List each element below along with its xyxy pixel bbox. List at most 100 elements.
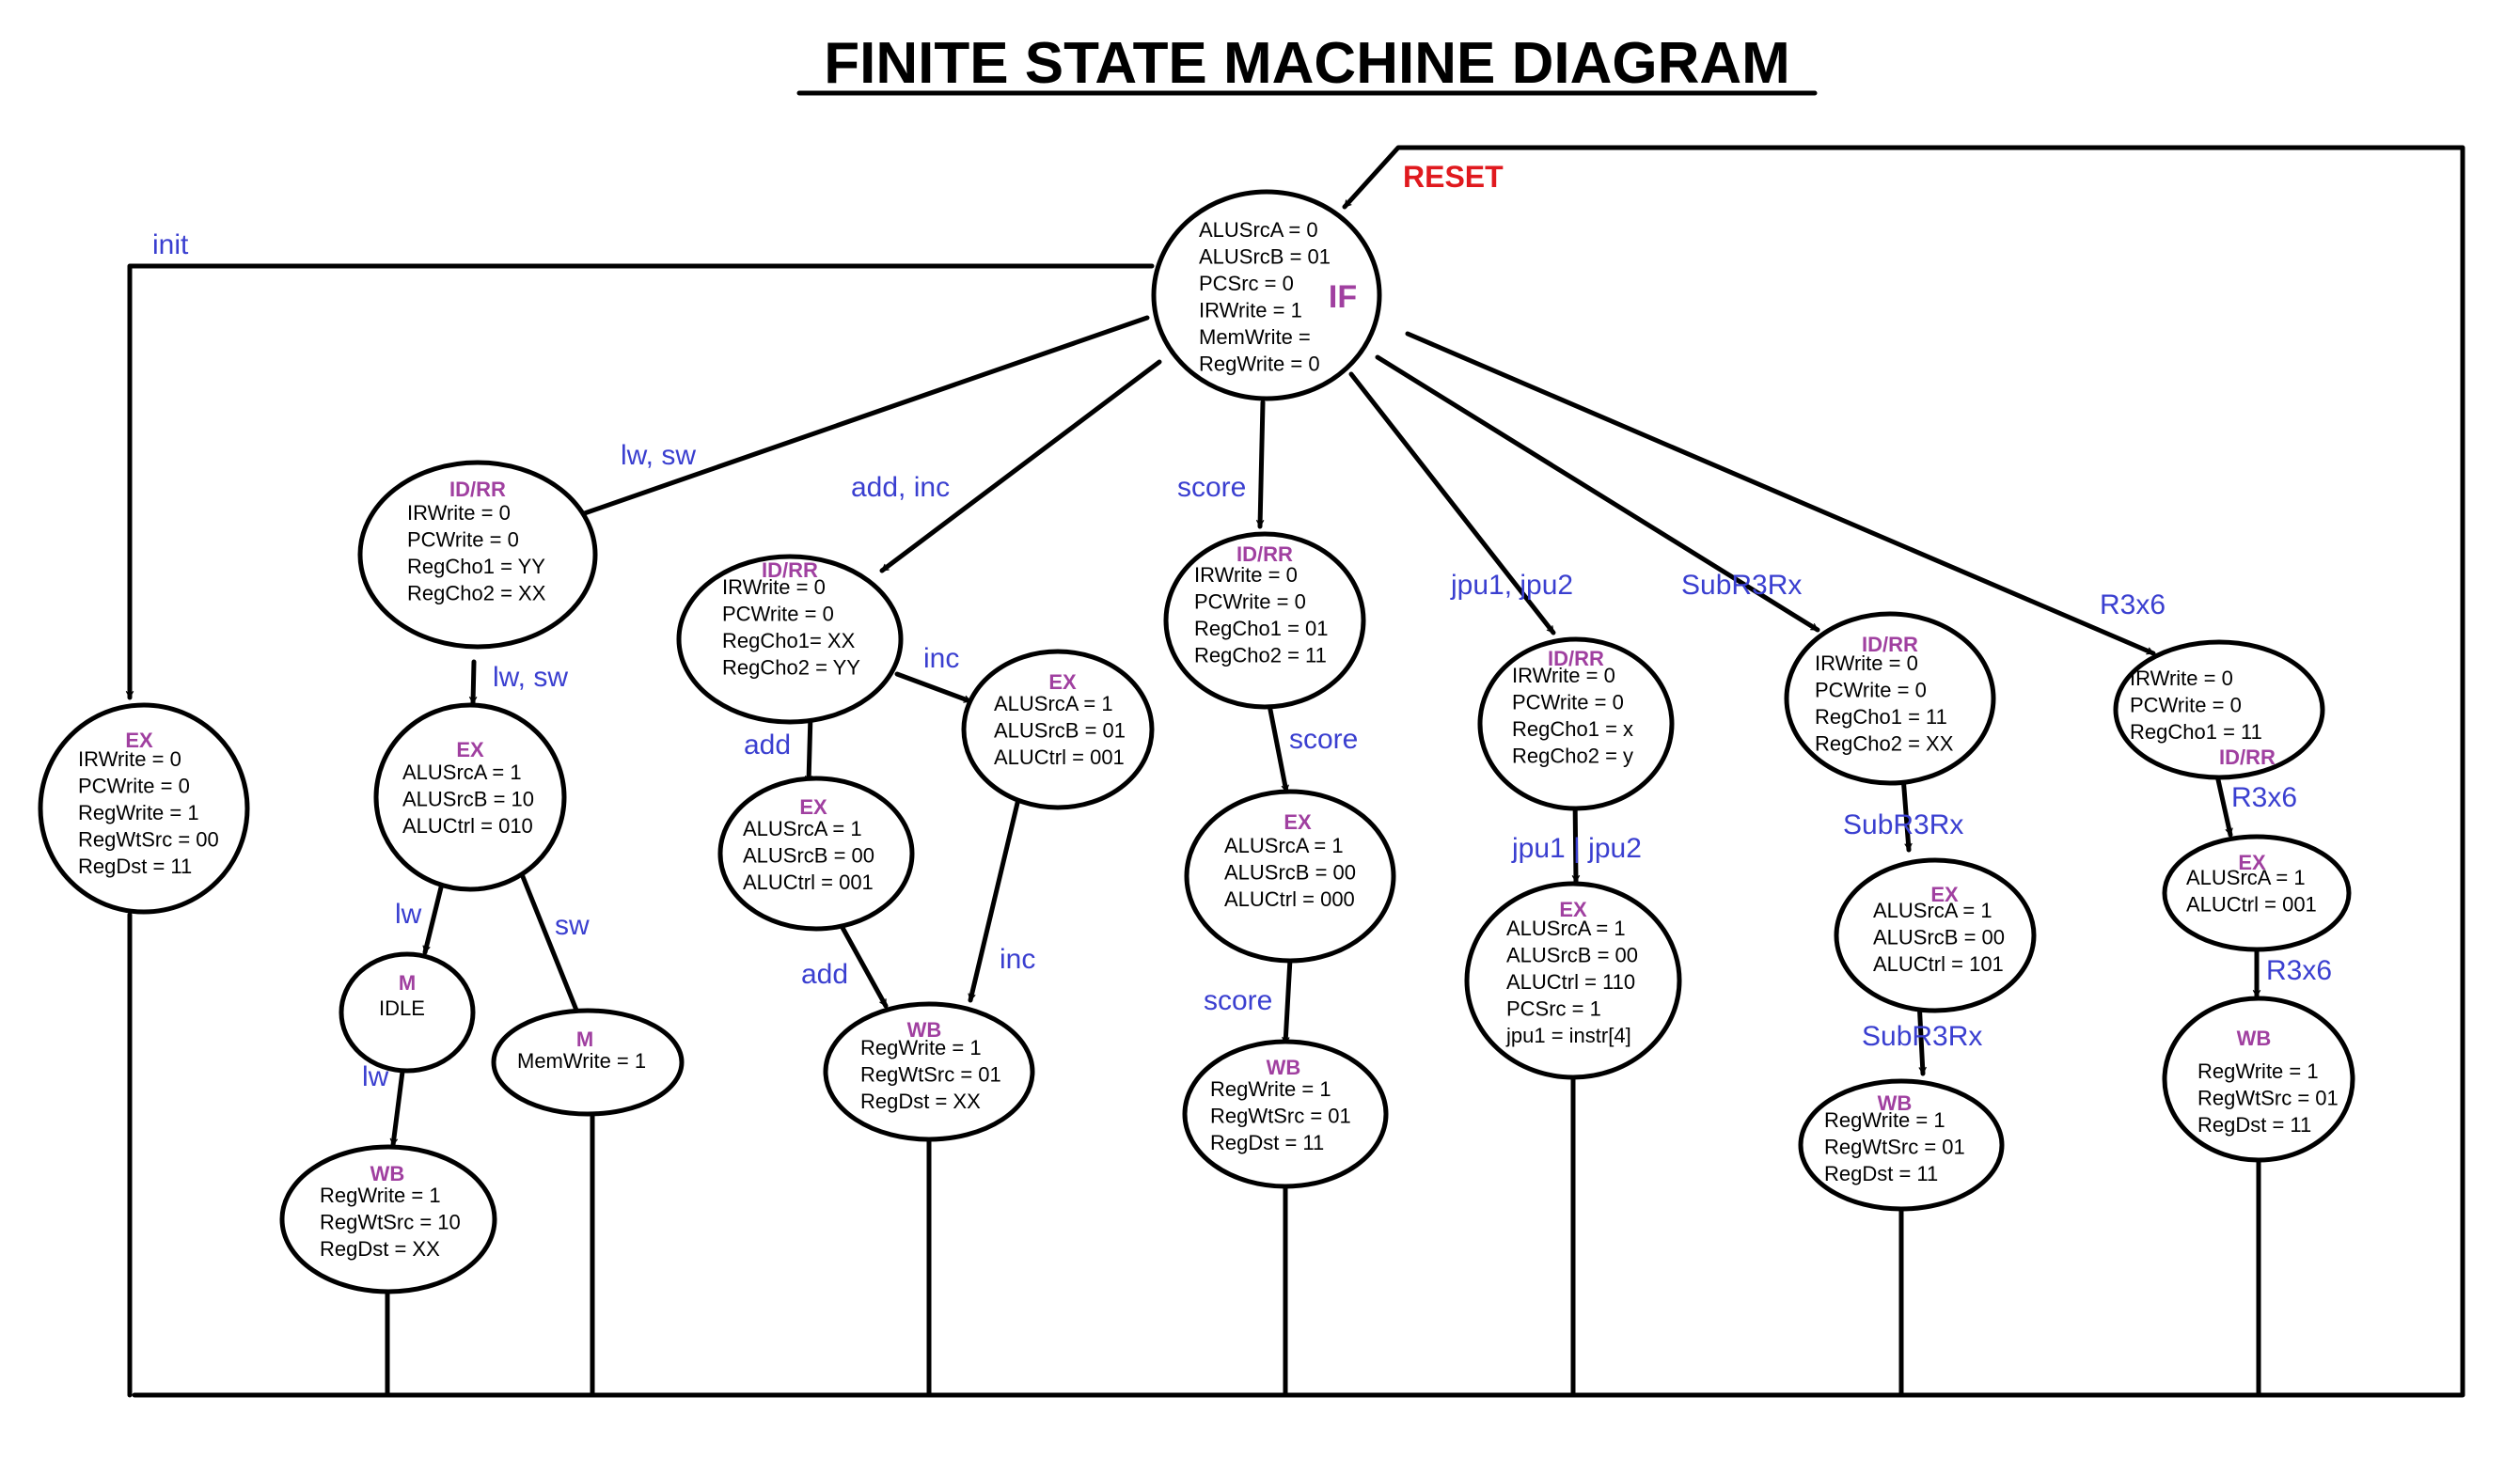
state-node-shape	[1798, 1078, 2005, 1212]
state-name: WB	[1878, 1091, 1913, 1115]
state-signal: IRWrite = 0	[722, 575, 826, 599]
state-signal: RegWtSrc = 01	[1210, 1105, 1351, 1128]
state-signal: RegDst = XX	[860, 1090, 981, 1113]
state-signal: RegWrite = 1	[78, 801, 199, 824]
state-signal: ALUSrcB = 00	[1506, 944, 1638, 967]
state-signal: MemWrite = 1	[517, 1049, 646, 1073]
edge-if-to-sub-id	[1375, 354, 1820, 633]
state-signal: ALUSrcA = 1	[994, 692, 1113, 715]
state-signal: IRWrite = 1	[1199, 299, 1302, 322]
state-signal: ALUCtrl = 001	[2186, 893, 2317, 917]
edge-label-score-2: score	[1289, 724, 1358, 755]
state-signal: ALUCtrl = 101	[1873, 952, 2004, 976]
edge-label-r3-1: R3x6	[2100, 589, 2166, 620]
state-node-shape	[2113, 639, 2325, 780]
state-signal: ALUSrcB = 00	[1873, 926, 2005, 949]
edge-label-inc-2: inc	[1000, 944, 1035, 975]
state-signal: PCWrite = 0	[78, 775, 190, 798]
state-signal: RegWrite = 0	[1199, 353, 1320, 376]
state-name: EX	[2238, 851, 2266, 874]
state-signal: IRWrite = 0	[407, 501, 511, 525]
state-signal: ALUSrcA = 0	[1199, 218, 1318, 242]
edge-lw-m-to-wb	[389, 1069, 405, 1148]
state-node-shape	[1184, 789, 1396, 964]
state-signal: ALUSrcA = 1	[743, 817, 862, 840]
state-name: EX	[799, 795, 827, 819]
state-signal: ALUSrcA = 1	[1873, 899, 1992, 922]
state-signal: MemWrite =	[1199, 325, 1311, 349]
reset-return-edge	[132, 145, 2465, 1398]
state-signal: RegCho1 = 01	[1194, 617, 1329, 640]
state-name: ID/RR	[449, 478, 506, 501]
state-signal: RegWrite = 1	[860, 1036, 982, 1059]
state-signal: PCSrc = 0	[1199, 272, 1294, 295]
state-signal: ALUSrcA = 1	[402, 761, 522, 784]
edge-label-jpu-2: jpu1 | jpu2	[1511, 833, 1642, 864]
state-signal: PCWrite = 0	[1512, 691, 1624, 714]
state-name: WB	[1267, 1056, 1301, 1079]
state-node-shape	[1477, 636, 1675, 811]
edge-addinc-id-to-add-ex	[804, 712, 813, 785]
edge-label-jpu-1: jpu1, jpu2	[1450, 570, 1573, 601]
state-signal: ALUSrcA = 1	[1224, 834, 1344, 857]
state-node-shape	[1464, 881, 1682, 1080]
edge-lwsw-id-to-ex	[468, 659, 478, 706]
state-signal: IDLE	[379, 996, 425, 1020]
state-name: EX	[1559, 898, 1587, 921]
state-signal: jpu1 = instr[4]	[1505, 1024, 1631, 1047]
state-signal: IRWrite = 0	[78, 747, 181, 771]
state-name: EX	[456, 738, 484, 761]
state-signal: RegWrite = 1	[1210, 1077, 1331, 1101]
state-node-shape	[2162, 834, 2352, 952]
state-name: EX	[1930, 883, 1959, 906]
state-node-shape	[38, 702, 250, 915]
edge-label-lw-sw-1: lw, sw	[621, 440, 696, 471]
state-signal: RegWtSrc = 01	[1824, 1136, 1965, 1159]
edge-r3-id-to-ex	[2214, 773, 2233, 838]
edge-label-lw-1: lw	[395, 899, 422, 930]
edge-if-to-addinc-id	[879, 359, 1162, 573]
state-signal: RegDst = 11	[1210, 1131, 1324, 1154]
edge-score-ex-to-wb	[1282, 956, 1293, 1046]
state-signal: ALUCtrl = 001	[994, 745, 1125, 769]
edge-if-to-r3-id	[1405, 331, 2156, 656]
edge-label-score-1: score	[1177, 472, 1246, 503]
edge-lwsw-ex-to-sw-m	[519, 871, 586, 1029]
state-signal: RegCho2 = 11	[1194, 644, 1327, 667]
state-signal: ALUCtrl = 110	[1506, 970, 1635, 994]
state-signal: RegWrite = 1	[1824, 1108, 1945, 1132]
state-node-shape	[676, 554, 904, 725]
state-signal: ALUSrcB = 01	[1199, 245, 1331, 269]
state-signal: PCWrite = 0	[1194, 590, 1306, 614]
state-signal: RegDst = 11	[1824, 1162, 1938, 1185]
state-signal: RegCho1 = 11	[2130, 720, 2262, 744]
state-name: WB	[2237, 1027, 2272, 1050]
state-name: WB	[907, 1018, 942, 1042]
state-signal: RegCho1 = 11	[1815, 705, 1947, 729]
state-signal: RegWtSrc = 00	[78, 828, 219, 852]
state-node-shape	[1834, 857, 2037, 1013]
state-signal: PCWrite = 0	[1815, 679, 1927, 702]
state-signal: RegCho1 = x	[1512, 717, 1633, 741]
state-name: M	[576, 1028, 593, 1051]
state-node-shape	[1151, 189, 1382, 401]
state-signal: RegWtSrc = 01	[860, 1063, 1001, 1087]
state-signal: PCWrite = 0	[407, 528, 519, 552]
state-node-shape	[717, 776, 915, 932]
state-name: M	[399, 971, 416, 995]
